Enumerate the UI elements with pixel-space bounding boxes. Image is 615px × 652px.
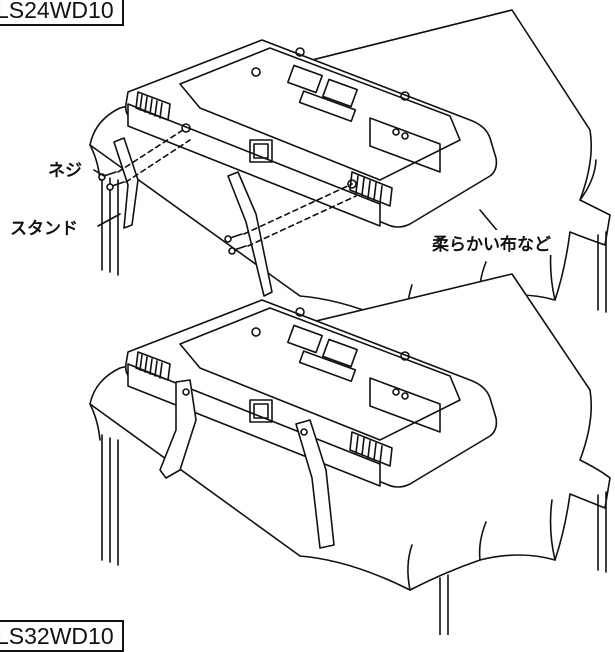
stand-bolt-right	[300, 428, 308, 436]
leader-stand	[97, 213, 121, 227]
terminal-block-top	[249, 139, 273, 163]
connector-top-2	[401, 132, 409, 140]
rear-vent-bot-1	[287, 324, 323, 354]
speaker-grill-bot-left	[135, 351, 171, 381]
cloth-fold-bot-1	[549, 499, 556, 561]
mount-hole-top-left	[181, 123, 191, 133]
cloth-fold-bot-3	[407, 544, 413, 591]
rear-boss-bot-3	[400, 351, 410, 361]
model-label-bottom: LS32WD10	[0, 620, 124, 652]
terminal-block-bot-inner	[253, 403, 269, 419]
rear-vent-bot-2	[322, 338, 358, 368]
leader-screw	[93, 169, 105, 177]
screw-label: ネジ	[48, 161, 82, 181]
assembly-diagram	[89, 9, 611, 635]
cloth-fold-bot-4	[89, 403, 101, 441]
table-bottom-scene	[89, 273, 611, 635]
rear-vent-top-3	[298, 90, 357, 123]
cloth-fold-bot-2	[478, 521, 487, 561]
mount-hole-top-right	[347, 179, 357, 189]
grill-lines-top	[139, 94, 383, 204]
connector-top-1	[392, 128, 400, 136]
connector-panel-bot	[369, 377, 441, 433]
rear-vent-top-1	[287, 64, 323, 94]
stand-left-top	[113, 137, 139, 229]
rear-boss-top-3	[400, 91, 410, 101]
rear-boss-top-1	[251, 67, 261, 77]
tv-bottom-bar-top	[127, 103, 381, 227]
rear-vent-top-2	[322, 78, 358, 108]
cloth-fold-top-5	[579, 159, 597, 201]
grill-lines-bottom	[139, 354, 383, 464]
tv-rear-top	[179, 47, 461, 181]
dashed-guides-top	[117, 127, 357, 247]
soft-cloth-label: 柔らかい布など	[430, 230, 553, 255]
stand-left-attached	[159, 379, 197, 479]
rear-boss-bot-1	[251, 327, 261, 337]
rear-vent-bot-3	[298, 350, 357, 383]
stand-right-top	[227, 171, 273, 297]
stand-label: スタンド	[10, 219, 78, 239]
model-label-top: LS24WD10	[0, 0, 124, 26]
connector-bot-2	[401, 392, 409, 400]
stand-right-attached	[295, 419, 335, 549]
connector-panel-top	[369, 117, 441, 173]
rear-boss-bot-2	[295, 307, 305, 317]
connector-bot-1	[392, 388, 400, 396]
rear-boss-top-2	[295, 47, 305, 57]
stand-bolt-left	[182, 388, 190, 396]
speaker-grill-top-left	[135, 91, 171, 121]
speaker-grill-bot-right	[349, 431, 393, 467]
tv-rear-bottom	[179, 307, 461, 441]
terminal-block-top-inner	[253, 143, 269, 159]
terminal-block-bot	[249, 399, 273, 423]
